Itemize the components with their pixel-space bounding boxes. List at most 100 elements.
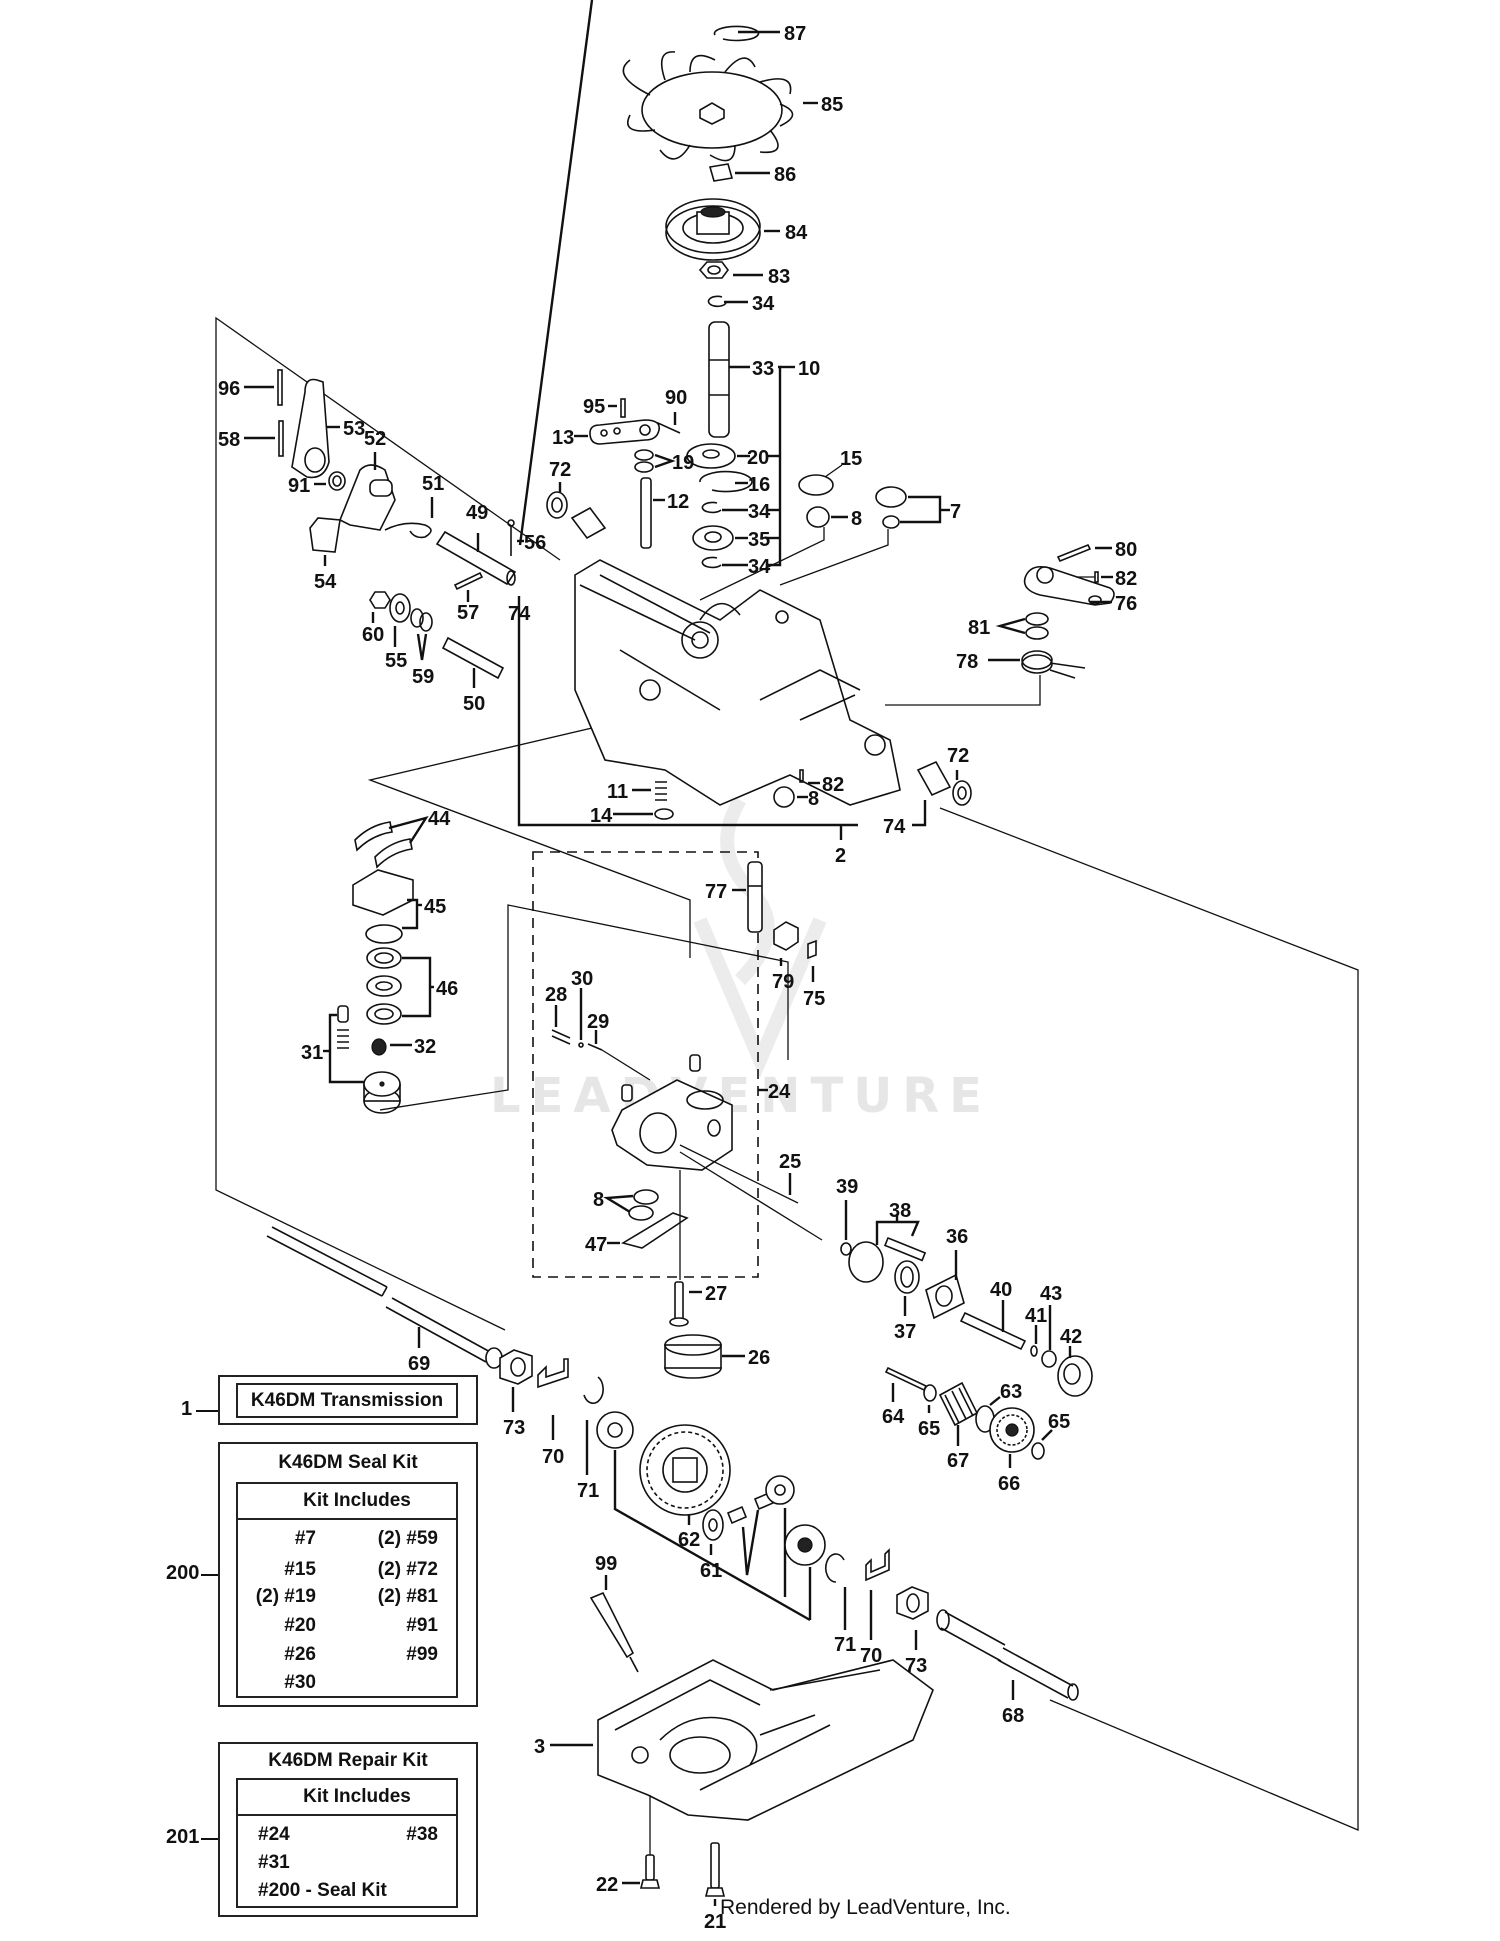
svg-text:77: 77 xyxy=(705,881,727,903)
svg-text:84: 84 xyxy=(785,222,808,244)
svg-text:55: 55 xyxy=(385,650,407,672)
part-75-key: 75 xyxy=(803,939,825,1010)
seal-kit-item: #26 xyxy=(284,1644,316,1665)
svg-text:14: 14 xyxy=(590,805,613,827)
seal-kit-item: (2) #81 xyxy=(377,1586,438,1607)
svg-text:79: 79 xyxy=(772,971,794,993)
part-58-pin: 58 xyxy=(218,420,284,457)
svg-text:7: 7 xyxy=(950,501,961,523)
part-8-plugs-pump: 8 xyxy=(593,1189,659,1221)
part-59-o-rings: 59 xyxy=(410,608,434,688)
part-60-nut: 60 xyxy=(362,591,391,646)
seal-kit-inner-box: Kit Includes #7 #15 (2) #19 #20 #26 #30 … xyxy=(236,1482,458,1698)
svg-text:85: 85 xyxy=(821,94,843,116)
svg-text:15: 15 xyxy=(840,448,862,470)
svg-text:33: 33 xyxy=(752,358,774,380)
part-7-bypass-valve: 7 xyxy=(779,486,961,586)
svg-text:60: 60 xyxy=(362,624,384,646)
repair-kit-item: #31 xyxy=(258,1852,290,1873)
seal-kit-item: #20 xyxy=(284,1615,316,1636)
part-55-washer: 55 xyxy=(385,593,411,672)
svg-text:70: 70 xyxy=(860,1645,882,1667)
part-73-bearing-right: 73 xyxy=(896,1586,929,1677)
svg-text:26: 26 xyxy=(748,1347,770,1369)
svg-text:52: 52 xyxy=(364,428,386,450)
svg-text:64: 64 xyxy=(882,1406,905,1428)
svg-text:41: 41 xyxy=(1025,1305,1047,1327)
part-86-key: 86 xyxy=(708,163,796,186)
part-77-shaft: 77 xyxy=(705,861,763,933)
svg-text:25: 25 xyxy=(779,1151,801,1173)
svg-text:21: 21 xyxy=(704,1911,726,1933)
repair-kit-title: K46DM Repair Kit xyxy=(268,1750,428,1771)
svg-text:43: 43 xyxy=(1040,1283,1062,1305)
svg-text:67: 67 xyxy=(947,1450,969,1472)
svg-text:27: 27 xyxy=(705,1283,727,1305)
part-8-plug-top: 8 xyxy=(699,506,862,601)
part-52-cam: 52 xyxy=(338,428,396,531)
part-85-fan: 85 xyxy=(622,51,843,162)
part-38-motor-cylinder: 38 xyxy=(848,1200,927,1283)
svg-text:46: 46 xyxy=(436,978,458,1000)
seal-kit-header: Kit Includes xyxy=(238,1484,456,1520)
svg-text:81: 81 xyxy=(968,617,990,639)
part-84-pulley: 84 xyxy=(665,198,808,261)
part-99-sealant-tube: 99 xyxy=(589,1553,639,1673)
svg-text:37: 37 xyxy=(894,1321,916,1343)
svg-text:42: 42 xyxy=(1060,1326,1082,1348)
part-65-washer-left: 65 xyxy=(918,1384,940,1440)
repair-kit-inner-box: Kit Includes #24 #31 #200 - Seal Kit #38 xyxy=(236,1778,458,1908)
svg-text:65: 65 xyxy=(918,1418,940,1440)
part-37-seal: 37 xyxy=(894,1260,920,1343)
svg-text:28: 28 xyxy=(545,984,567,1006)
part-cylinder-block-left xyxy=(363,1071,401,1114)
part-68-axle-right: 68 xyxy=(936,1609,1079,1727)
svg-text:35: 35 xyxy=(748,529,770,551)
part-19-o-rings: 19 xyxy=(634,449,694,474)
svg-text:51: 51 xyxy=(422,473,444,495)
assembly-outline-lines xyxy=(215,316,1359,1831)
part-74-bushing-right: 74 xyxy=(883,760,952,838)
bracket-2: 2 xyxy=(835,825,846,867)
part-22-bolt: 22 xyxy=(596,1795,661,1896)
svg-text:57: 57 xyxy=(457,602,479,624)
part-32-spring: 32 xyxy=(371,1036,436,1058)
ref-line-200 xyxy=(201,1574,218,1576)
svg-text:24: 24 xyxy=(768,1081,791,1103)
watermark-text: LEADVENTURE xyxy=(490,1068,992,1124)
svg-text:2: 2 xyxy=(835,845,846,867)
part-34-e-clip-mid: 34 xyxy=(701,501,771,523)
seal-kit-item: (2) #59 xyxy=(377,1528,438,1549)
svg-text:71: 71 xyxy=(577,1480,599,1502)
part-34-e-clip-low: 34 xyxy=(701,556,771,578)
part-side-bevel-gear-right xyxy=(765,1475,795,1597)
part-28-spring: 28 xyxy=(545,984,571,1045)
svg-text:11: 11 xyxy=(607,781,628,803)
svg-text:74: 74 xyxy=(883,816,906,838)
bracket-differential xyxy=(613,1450,811,1622)
svg-text:83: 83 xyxy=(768,266,790,288)
svg-text:54: 54 xyxy=(314,571,337,593)
svg-text:49: 49 xyxy=(466,502,488,524)
part-31-piston: 31 xyxy=(301,1005,365,1084)
part-83-nut: 83 xyxy=(698,261,790,288)
svg-text:58: 58 xyxy=(218,429,240,451)
seal-kit-item: #99 xyxy=(406,1644,438,1665)
seal-kit-item: #7 xyxy=(294,1528,316,1549)
part-61-bevel-gear: 61 xyxy=(700,1509,724,1582)
svg-text:95: 95 xyxy=(583,396,605,418)
part-71-thrust-washer-left: 71 xyxy=(577,1376,604,1502)
seal-kit-title: K46DM Seal Kit xyxy=(278,1452,418,1473)
part-53-lever: 53 xyxy=(291,378,365,479)
seal-kit-item: #91 xyxy=(406,1615,438,1636)
transmission-box: K46DM Transmission xyxy=(218,1375,478,1425)
part-27-bolt: 27 xyxy=(669,1281,727,1327)
svg-text:36: 36 xyxy=(946,1226,968,1248)
svg-text:12: 12 xyxy=(667,491,689,513)
render-credit: Rendered by LeadVenture, Inc. xyxy=(720,1896,1011,1919)
part-46-bearing-stack: 46 xyxy=(366,947,458,1025)
part-side-bevel-gear-left xyxy=(596,1411,634,1449)
part-12-shaft: 12 xyxy=(640,477,689,549)
part-54-block: 54 xyxy=(309,517,341,593)
